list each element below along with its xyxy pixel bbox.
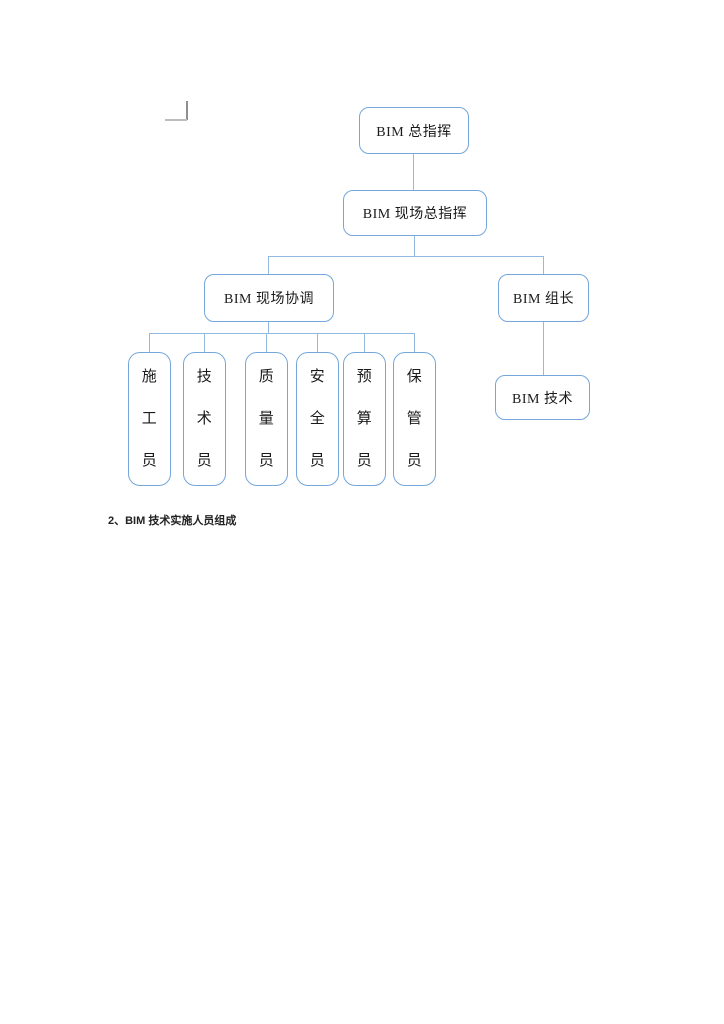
connector-staff-branch-bar <box>149 333 415 334</box>
node-bim-tech: BIM 技术 <box>495 375 590 420</box>
node-bim-root: BIM 总指挥 <box>359 107 469 154</box>
node-staff-quality-label: 质量员 <box>258 369 275 469</box>
node-staff-technician-label: 技术员 <box>196 369 213 469</box>
connector-team-leader-to-bim-tech <box>543 322 544 375</box>
node-staff-budget: 预算员 <box>343 352 386 486</box>
node-staff-budget-label: 预算员 <box>356 369 373 469</box>
connector-level3-branch-bar <box>268 256 544 257</box>
margin-corner-mark-horizontal <box>165 119 187 121</box>
node-staff-technician: 技术员 <box>183 352 226 486</box>
connector-drop-site-coordination <box>268 256 269 274</box>
connector-site-coordination-down <box>268 322 269 333</box>
connector-root-to-site-commander <box>413 154 414 191</box>
node-site-coordination: BIM 现场协调 <box>204 274 334 322</box>
node-staff-custodian-label: 保管员 <box>406 369 423 469</box>
connector-drop-staff-5 <box>364 333 365 352</box>
connector-drop-team-leader <box>543 256 544 274</box>
connector-drop-staff-6 <box>414 333 415 352</box>
node-staff-safety: 安全员 <box>296 352 339 486</box>
connector-drop-staff-1 <box>149 333 150 352</box>
node-staff-safety-label: 安全员 <box>309 369 326 469</box>
node-team-leader: BIM 组长 <box>498 274 589 322</box>
node-staff-construction-label: 施工员 <box>141 369 158 469</box>
node-staff-quality: 质量员 <box>245 352 288 486</box>
node-site-commander: BIM 现场总指挥 <box>343 190 487 236</box>
node-staff-construction: 施工员 <box>128 352 171 486</box>
section-heading: 2、BIM 技术实施人员组成 <box>108 515 237 527</box>
connector-drop-staff-3 <box>266 333 267 352</box>
connector-site-commander-down <box>414 236 415 256</box>
connector-drop-staff-2 <box>204 333 205 352</box>
margin-corner-mark-vertical <box>186 101 188 120</box>
node-staff-custodian: 保管员 <box>393 352 436 486</box>
connector-drop-staff-4 <box>317 333 318 352</box>
